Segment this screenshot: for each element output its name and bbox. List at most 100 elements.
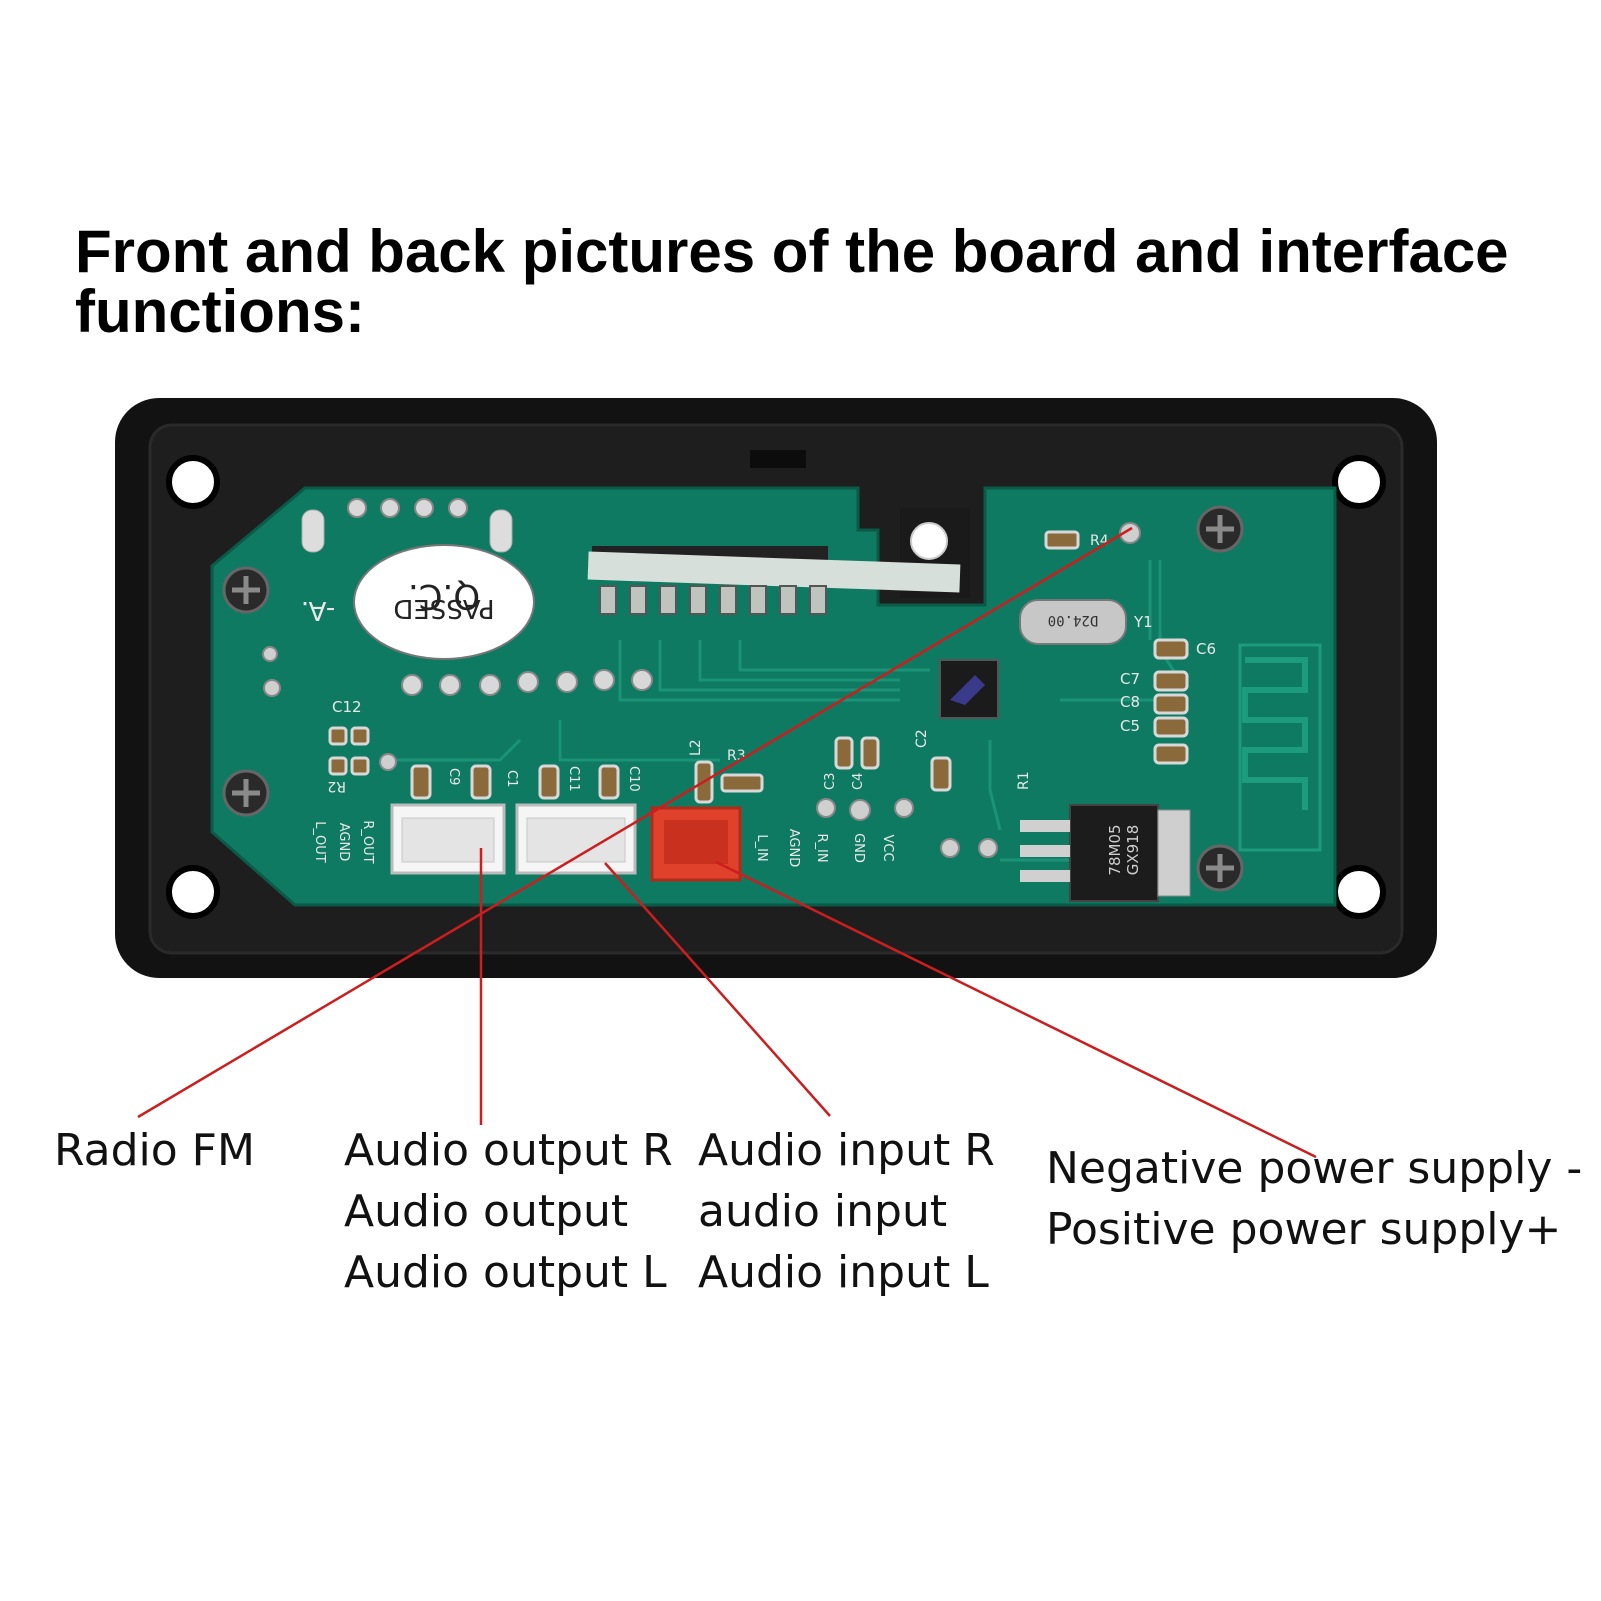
pin <box>809 585 827 615</box>
antenna-trace <box>1242 657 1308 810</box>
res-r4 <box>1044 530 1080 550</box>
voltage-regulator <box>1069 804 1159 902</box>
pcb-traces <box>380 560 1182 862</box>
label-line: Negative power supply - <box>1046 1143 1583 1194</box>
pad <box>556 671 578 693</box>
trace <box>380 738 522 762</box>
silk-r-out: R_OUT <box>360 820 375 863</box>
cap-c3 <box>834 736 854 770</box>
silk-r1: R1 <box>1016 771 1032 790</box>
screw-slots <box>232 515 1234 882</box>
label-line: Audio output <box>344 1186 629 1237</box>
silkscreen-labels: C12 R2 R4 R3 R1 L2 Y1 C6 C7 C8 C5 C2 C3 … <box>312 533 1216 867</box>
leader-power <box>715 860 1317 1159</box>
leg <box>1020 845 1070 857</box>
label-line: Audio input L <box>698 1247 989 1298</box>
label-line: Positive power supply+ <box>1046 1204 1562 1255</box>
cap-c12-a <box>328 726 348 746</box>
silk-agnd-1: AGND <box>336 823 351 861</box>
trace <box>558 720 720 762</box>
silk-c9: C9 <box>446 768 461 785</box>
label-audio-input: Audio input R audio input Audio input L <box>698 1120 995 1303</box>
silk-l2: L2 <box>688 739 704 756</box>
cap-c2 <box>930 756 952 792</box>
cap-c7 <box>1153 670 1189 692</box>
pin <box>719 585 737 615</box>
chip-logo <box>950 675 985 705</box>
ribbon-pins <box>599 585 827 615</box>
pad <box>448 498 468 518</box>
pin <box>689 585 707 615</box>
pad <box>439 674 461 696</box>
qc-sticker <box>353 544 535 660</box>
pad <box>631 669 653 691</box>
silk-r-in: R_IN <box>814 833 829 862</box>
crystal-marking: D24.00 <box>1048 612 1099 628</box>
smd-components <box>328 530 1189 804</box>
cap-c4 <box>860 736 880 770</box>
res-r3 <box>720 773 764 793</box>
pcb-hole-center <box>910 522 948 560</box>
silk-c3: C3 <box>823 773 838 790</box>
cap-c8 <box>1153 693 1189 715</box>
silk-l-in: L_IN <box>754 834 769 861</box>
label-line: Audio output R <box>344 1125 673 1176</box>
pad <box>401 674 423 696</box>
silk-agnd-2: AGND <box>786 829 801 867</box>
trace <box>988 740 1002 831</box>
leader-radio <box>137 526 1133 1119</box>
pad <box>479 674 501 696</box>
led-left <box>301 509 325 553</box>
slot <box>1206 515 1234 543</box>
label-power: Negative power supply - Positive power s… <box>1046 1138 1582 1260</box>
trace <box>698 640 900 682</box>
silk-r2: R2 <box>327 778 346 794</box>
silk-c11: C11 <box>566 766 581 792</box>
silk-c12: C12 <box>332 698 362 716</box>
pad <box>940 838 960 858</box>
cap-extra <box>1153 743 1189 765</box>
cap-r2-a <box>328 756 348 776</box>
test-pads <box>262 522 1141 858</box>
pad <box>1119 522 1141 544</box>
label-line: audio input <box>698 1186 948 1237</box>
pin <box>779 585 797 615</box>
connector-output-right-inner <box>526 817 626 863</box>
cap-c5 <box>1153 716 1189 738</box>
pin <box>629 585 647 615</box>
silk-l-out: L_OUT <box>312 821 327 862</box>
top-pin-row <box>347 498 468 518</box>
pad <box>262 646 278 662</box>
qc-text-2: PASSED <box>393 593 494 623</box>
cap-c1 <box>470 764 492 800</box>
page-title: Front and back pictures of the board and… <box>75 218 1509 345</box>
label-line: Radio FM <box>54 1125 255 1176</box>
pad <box>978 838 998 858</box>
pin <box>659 585 677 615</box>
pad <box>593 669 615 691</box>
regulator-marking-1: 78M05 <box>1106 824 1124 875</box>
pad <box>894 798 914 818</box>
silk-c2: C2 <box>914 729 930 748</box>
slot <box>1206 854 1234 882</box>
label-line: Audio output L <box>344 1247 667 1298</box>
label-line: Audio input R <box>698 1125 995 1176</box>
trace <box>738 640 930 672</box>
pad <box>263 679 281 697</box>
qc-text-1: Q.C. <box>408 576 480 616</box>
silk-y1: Y1 <box>1133 613 1153 631</box>
silk-c8: C8 <box>1120 693 1140 711</box>
pad <box>849 799 871 821</box>
silk-c6: C6 <box>1196 640 1216 658</box>
silk-gnd: GND <box>851 833 866 863</box>
connector-output-left-inner <box>401 817 495 863</box>
cap-r2-b <box>350 756 370 776</box>
leader-lines <box>137 526 1317 1159</box>
cap-c11 <box>538 764 560 800</box>
leg <box>1020 870 1070 882</box>
cap-c6 <box>1153 638 1189 660</box>
pin <box>749 585 767 615</box>
pad <box>414 498 434 518</box>
regulator-legs <box>1020 820 1070 882</box>
cap-c9 <box>410 764 432 800</box>
